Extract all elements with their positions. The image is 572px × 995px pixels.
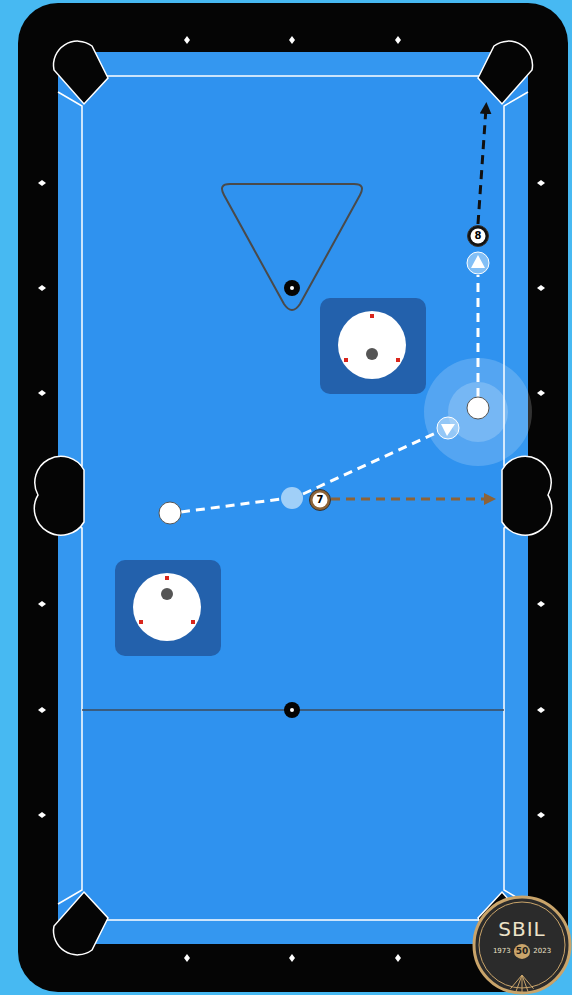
foot-spot: [284, 280, 300, 296]
diamond-sight: [537, 707, 545, 713]
pocket: [53, 892, 108, 955]
ball: 7: [309, 489, 331, 511]
table-rail: [18, 3, 568, 992]
spin-tick: [165, 576, 169, 580]
spin-tick: [396, 358, 400, 362]
logo-wordmark: SBIL: [498, 917, 545, 941]
cushion: [504, 518, 528, 904]
logo-rays: [522, 975, 523, 993]
cue-path: [181, 499, 281, 512]
ghost-ball: [437, 417, 459, 439]
cushion: [58, 518, 82, 904]
diamond-sight: [38, 707, 46, 713]
direction-arrow: [441, 424, 455, 436]
pocket: [502, 456, 552, 535]
spin-indicator: [320, 298, 426, 394]
diamond-sight: [537, 285, 545, 291]
cue-ball: [467, 397, 489, 419]
logo-rays: [522, 975, 528, 992]
logo-rays: [522, 975, 534, 989]
spin-indicator: [115, 560, 221, 656]
spin-ball: [133, 573, 201, 641]
diamond-sight: [38, 180, 46, 186]
diamond-sight: [38, 390, 46, 396]
spin-tick: [344, 358, 348, 362]
spin-tick: [191, 620, 195, 624]
diamond-sight: [537, 390, 545, 396]
direction-arrow: [471, 255, 485, 268]
pocket: [478, 41, 533, 104]
diamonds: [38, 36, 545, 962]
diamond-sight: [537, 180, 545, 186]
spin-contact: [161, 588, 173, 600]
ghost-ball: [467, 252, 489, 274]
pocket: [53, 41, 108, 104]
head-spot: [284, 702, 300, 718]
logo-badge: SBIL 1973502023: [472, 895, 572, 995]
ball-number-disc: [471, 229, 486, 244]
spin-tick: [370, 314, 374, 318]
diamond-sight: [289, 36, 295, 44]
pockets: [34, 41, 551, 955]
ball-number: 8: [475, 231, 482, 241]
ball-number: 7: [317, 495, 324, 505]
cue-path: [303, 432, 438, 494]
logo-anniversary: 50: [514, 944, 531, 959]
logo-year: 1973: [493, 948, 511, 955]
diamond-sight: [38, 601, 46, 607]
object-ball-path: [478, 108, 486, 224]
cushion: [58, 92, 82, 476]
logo-row: 1973502023: [493, 944, 551, 959]
diamond-sight: [289, 954, 295, 962]
logo-disc: [474, 897, 570, 993]
table-cloth: [58, 52, 528, 944]
diamond-sight: [395, 954, 401, 962]
ball-body: [310, 490, 331, 511]
diamond-sight: [537, 812, 545, 818]
diamond-sight: [38, 285, 46, 291]
logo-row: SBIL: [498, 919, 545, 940]
cue-ball: [159, 502, 181, 524]
ball-number-disc: [313, 493, 328, 508]
rack-triangle: [222, 184, 362, 310]
diamond-sight: [38, 812, 46, 818]
spin-panel: [115, 560, 221, 656]
spin-ball: [338, 311, 406, 379]
logo-year: 2023: [533, 948, 551, 955]
diamond-sight: [537, 601, 545, 607]
cushion: [92, 920, 492, 944]
ball-body: [468, 226, 489, 247]
pocket: [34, 456, 84, 535]
logo-ring: [479, 902, 565, 988]
diamond-sight: [184, 954, 190, 962]
cushions: [58, 52, 528, 944]
foot-spot-center: [290, 286, 294, 290]
cue-path: [477, 275, 480, 397]
ball: 8: [467, 225, 489, 247]
cushion: [92, 52, 492, 76]
spin-tick: [139, 620, 143, 624]
spin-contact: [366, 348, 378, 360]
object-ball-path: [331, 498, 490, 501]
logo-rays: [516, 975, 522, 992]
diamond-sight: [184, 36, 190, 44]
diamond-sight: [395, 36, 401, 44]
head-spot-center: [290, 708, 294, 712]
ghost-ball: [281, 487, 303, 509]
spin-panel: [320, 298, 426, 394]
logo-rays: [510, 975, 522, 989]
